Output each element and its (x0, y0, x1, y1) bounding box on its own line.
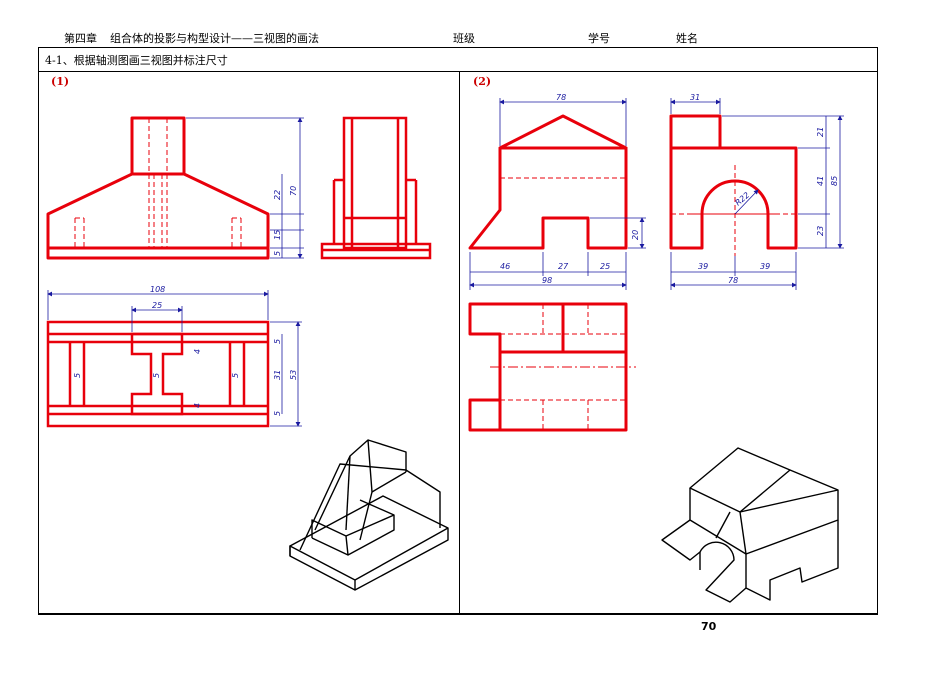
class-label: 班级 (453, 32, 475, 45)
part1-front-hidden (74, 118, 242, 248)
dim2-39a: 39 (698, 262, 708, 271)
dim1-70: 70 (289, 186, 298, 196)
part1-label: (1) (51, 75, 70, 88)
dim1-4b: 4 (193, 403, 202, 408)
part2-isometric-view (661, 447, 839, 603)
chapter-number: 第四章 (64, 32, 97, 45)
dim2-23: 23 (816, 226, 825, 236)
dim1-5a: 5 (273, 251, 282, 256)
dim2-78a: 78 (556, 93, 566, 102)
page-number: 70 (701, 620, 717, 633)
dim2-39b: 39 (760, 262, 770, 271)
dim2-98: 98 (542, 276, 552, 285)
dim1-25: 25 (152, 301, 162, 310)
student-id-label: 学号 (588, 32, 610, 45)
dim1-5d: 5 (73, 373, 82, 378)
dim1-5c: 5 (273, 411, 282, 416)
dim1-31: 31 (273, 370, 282, 380)
dim2-85: 85 (830, 176, 839, 186)
part1-side-view (320, 116, 432, 260)
part1-dimensions (47, 117, 304, 427)
exercise-title-bar: 4-1、根据轴测图画三视图并标注尺寸 (39, 48, 877, 72)
dim2-46: 46 (500, 262, 510, 271)
dim2-31: 31 (690, 93, 700, 102)
part2-side-hidden (671, 165, 796, 256)
part2-top-hidden (490, 304, 636, 430)
dim1-22: 22 (273, 190, 282, 200)
dim1-4a: 4 (193, 349, 202, 354)
dim1-108: 108 (150, 285, 165, 294)
part2-top-view (468, 302, 628, 432)
exercise-frame: 4-1、根据轴测图画三视图并标注尺寸 (1) (2) (38, 47, 878, 615)
part2-side-view (669, 114, 798, 250)
dim1-53: 53 (289, 370, 298, 380)
dim2-78b: 78 (728, 276, 738, 285)
part1-top-view (46, 320, 270, 428)
panel-divider (459, 72, 460, 614)
chapter-title: 组合体的投影与构型设计——三视图的画法 (110, 32, 319, 45)
dim2-41: 41 (816, 176, 825, 186)
exercise-title: 4-1、根据轴测图画三视图并标注尺寸 (45, 54, 228, 67)
part2-label: (2) (473, 75, 492, 88)
dim1-5e: 5 (152, 373, 161, 378)
dim2-27: 27 (558, 262, 569, 271)
part1-front-view (46, 116, 270, 260)
part2-front-view (468, 114, 628, 250)
part2-dimensions (469, 98, 844, 290)
dim2-20: 20 (631, 230, 640, 240)
name-label: 姓名 (676, 32, 698, 45)
dim1-5f: 5 (231, 373, 240, 378)
dim2-21: 21 (816, 127, 825, 137)
dim2-r22: R22 (734, 191, 752, 208)
dim2-25: 25 (600, 262, 610, 271)
dim1-5b: 5 (273, 339, 282, 344)
dim1-15: 15 (273, 230, 282, 240)
part1-isometric-view (289, 439, 449, 591)
